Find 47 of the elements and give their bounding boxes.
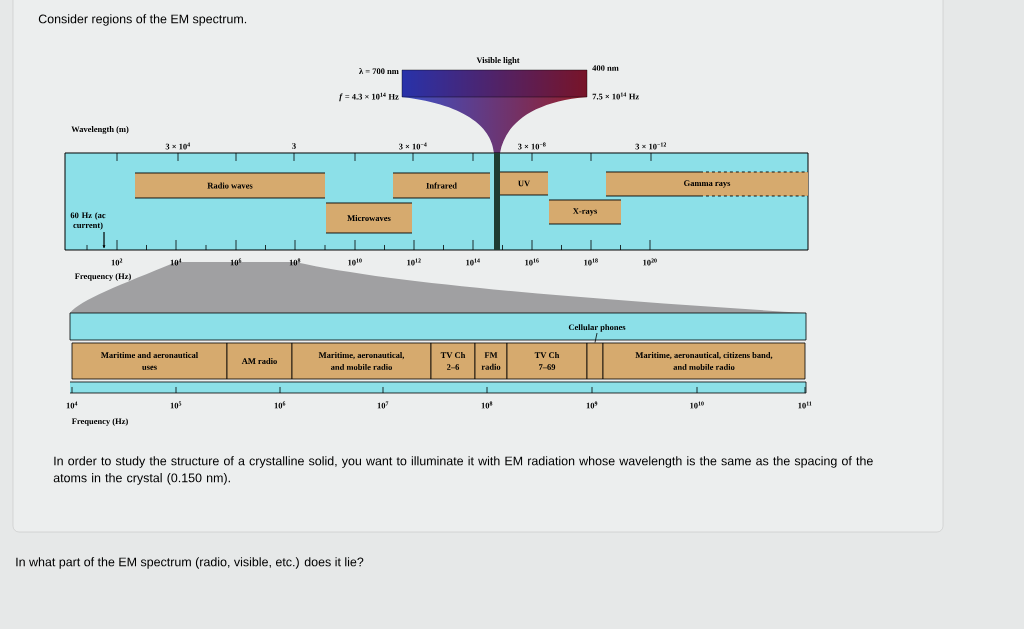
axis-label: 10$^{16}$ [525, 258, 539, 266]
axis-label: 10$^{18}$ [584, 258, 598, 266]
spectrum-band: UV [499, 171, 549, 196]
axis-label: Visible light [476, 57, 520, 65]
axis-label: 3 × 10$^{4}$ [165, 142, 190, 150]
question-text: In what part of the EM spectrum (radio, visible, etc.) does it lie? [16, 557, 364, 569]
axis-label: 7.5 × 10$^{14}$ Hz [592, 92, 639, 100]
axis-label: 3 [292, 143, 296, 149]
axis-label: f = 4.3 × 10$^{14}$ Hz [339, 92, 399, 102]
axis-label: 10$^{10}$ [690, 401, 704, 409]
axis-label: 10$^{6}$ [274, 401, 286, 409]
axis-label: Wavelength (m) [71, 126, 129, 134]
frequency-band: TV Ch 2–6 [430, 342, 476, 380]
axis-label: 10$^{20}$ [643, 258, 657, 266]
axis-label: λ = 700 nm [359, 67, 399, 74]
paragraph: In order to study the structure of a crystalline solid, you want to illuminate it with EM radiation whose wavelength is the same as the spacing of the atoms in the crystal (0.150 nm). [53, 456, 873, 485]
axis-label: Frequency (Hz) [74, 273, 131, 281]
frequency-band: AM radio [226, 342, 293, 380]
spectrum-band: Gamma rays [605, 171, 809, 197]
axis-label: 10$^{4}$ [66, 401, 78, 409]
spectrum-band: X-rays [548, 199, 622, 225]
axis-label: 10$^{4}$ [170, 258, 182, 266]
axis-label: 3 × 10$^{−8}$ [518, 142, 546, 150]
band-label: Cellular phones [568, 324, 626, 332]
axis-label: 3 × 10$^{−12}$ [635, 142, 667, 150]
axis-label: 10$^{11}$ [798, 401, 812, 409]
axis-label: 10$^{7}$ [377, 401, 389, 409]
axis-label: 400 nm [592, 65, 619, 71]
axis-label: 10$^{9}$ [586, 401, 598, 409]
axis-label: 10$^{14}$ [466, 258, 480, 266]
axis-label: 10$^{8}$ [481, 401, 493, 409]
spectrum-band: Microwaves [325, 202, 413, 234]
leader-line [594, 332, 598, 343]
frequency-band: FM radio [474, 342, 508, 380]
spectrum-band: Radio waves [134, 172, 326, 199]
axis-label: 10$^{5}$ [170, 401, 182, 409]
axis-label: 10$^{2}$ [111, 258, 123, 266]
axis-label: Frequency (Hz) [71, 418, 128, 426]
frequency-band [586, 342, 604, 380]
axis-label: 10$^{6}$ [230, 258, 242, 266]
spectrum-band: Infrared [392, 172, 491, 199]
axis-label: 10$^{12}$ [407, 258, 421, 266]
axis-label: 10$^{10}$ [348, 258, 362, 266]
axis-label: 3 × 10$^{−4}$ [399, 142, 427, 150]
axis-label: 10$^{8}$ [289, 258, 301, 266]
axis-label: 60 Hz (ac current) [70, 212, 106, 230]
heading: Consider regions of the EM spectrum. [38, 14, 247, 26]
